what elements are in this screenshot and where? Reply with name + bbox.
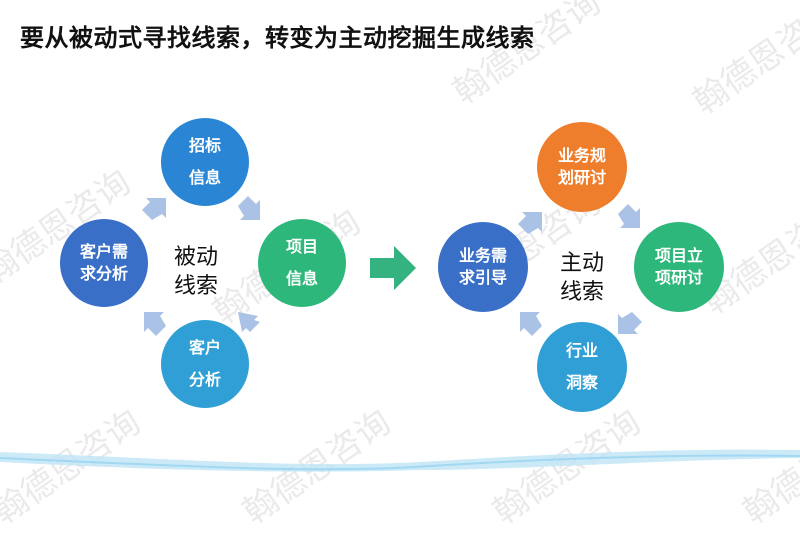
node-industry-insight: 行业 洞察 bbox=[537, 322, 627, 412]
arrow-icon bbox=[618, 204, 640, 228]
node-label: 信息 bbox=[285, 269, 318, 288]
watermark: 翰德恩咨询 bbox=[685, 0, 800, 123]
node-customer-needs-analysis: 客户需 求分析 bbox=[60, 219, 148, 307]
active-center-label: 主动 线索 bbox=[560, 250, 604, 307]
node-label: 求引导 bbox=[458, 268, 507, 287]
watermark: 翰德恩咨询 bbox=[445, 0, 609, 113]
passive-center-label: 被动 线索 bbox=[174, 244, 218, 301]
center-line: 主动 bbox=[560, 251, 605, 276]
center-line: 线索 bbox=[174, 273, 219, 299]
node-label: 业务规 bbox=[557, 146, 606, 166]
node-project-initiation: 项目立 项研讨 bbox=[634, 222, 724, 312]
node-business-needs-guidance: 业务需 求引导 bbox=[438, 222, 528, 312]
node-label: 招标 bbox=[188, 136, 221, 156]
arrow-icon bbox=[238, 196, 260, 220]
node-bidding-info: 招标 信息 bbox=[161, 118, 249, 206]
arrow-icon bbox=[142, 198, 166, 220]
node-label: 项研讨 bbox=[654, 268, 703, 287]
node-label: 客户 bbox=[188, 338, 221, 358]
arrow-icon bbox=[238, 312, 260, 332]
node-label: 客户需 bbox=[79, 242, 128, 262]
node-label: 分析 bbox=[188, 370, 221, 389]
center-line: 线索 bbox=[560, 279, 605, 305]
page-title: 要从被动式寻找线索，转变为主动挖掘生成线索 bbox=[20, 24, 535, 52]
arrow-icon bbox=[144, 312, 166, 336]
node-project-info: 项目 信息 bbox=[258, 219, 346, 307]
center-line: 被动 bbox=[174, 245, 219, 270]
node-customer-analysis: 客户 分析 bbox=[161, 320, 249, 408]
arrow-icon bbox=[518, 212, 542, 234]
arrow-icon bbox=[520, 312, 542, 336]
transition-arrow-icon bbox=[370, 246, 416, 290]
node-label: 洞察 bbox=[565, 373, 598, 392]
node-label: 信息 bbox=[188, 168, 221, 187]
node-label: 项目 bbox=[285, 237, 318, 257]
node-label: 行业 bbox=[565, 341, 598, 361]
node-label: 业务需 bbox=[458, 246, 507, 266]
node-label: 划研讨 bbox=[557, 168, 606, 187]
node-business-planning: 业务规 划研讨 bbox=[537, 122, 627, 212]
node-label: 项目立 bbox=[654, 246, 703, 266]
decorative-wave bbox=[0, 449, 800, 472]
node-label: 求分析 bbox=[79, 264, 128, 283]
arrow-icon bbox=[618, 312, 642, 334]
